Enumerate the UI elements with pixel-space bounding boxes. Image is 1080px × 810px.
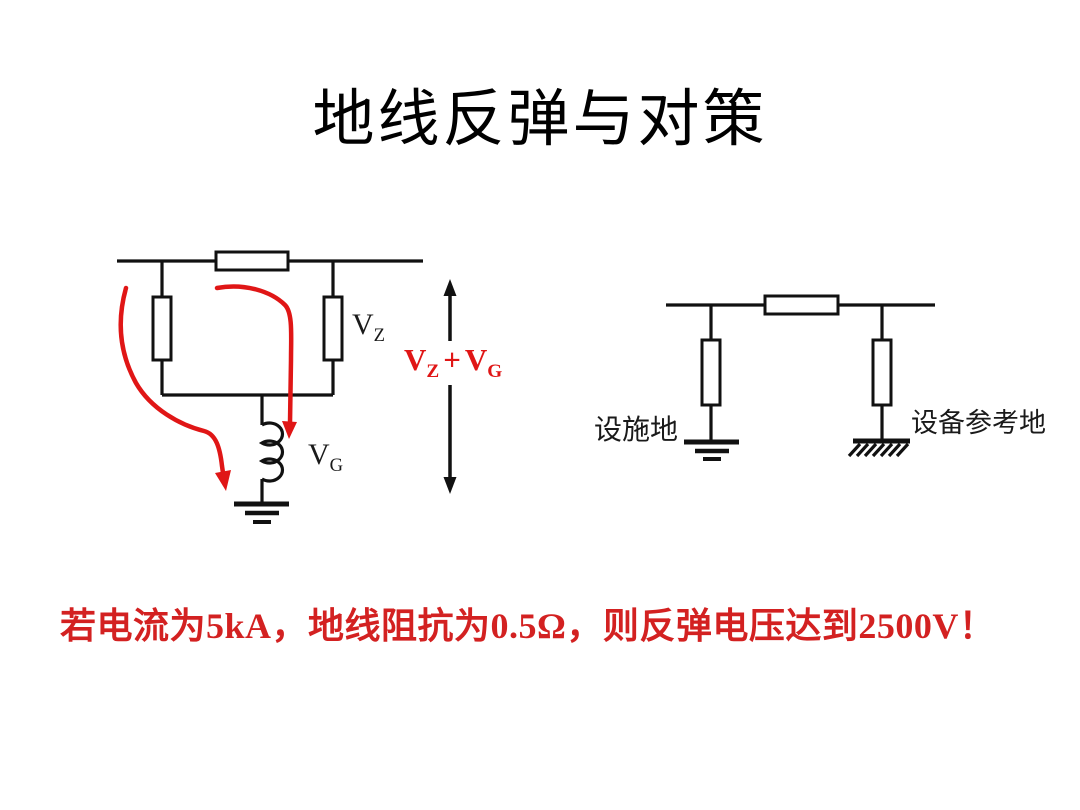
total-term2-sub: G [487, 361, 503, 383]
hatch-6 [887, 442, 902, 458]
left-shunt-resistor [151, 295, 173, 362]
vg-main: V [308, 438, 330, 471]
facility-resistor [700, 338, 722, 407]
series-resistor [763, 294, 840, 316]
total-term2: V [464, 342, 488, 377]
vz-main: V [352, 308, 374, 341]
equipment-resistor [871, 338, 893, 407]
hatch-4 [871, 442, 886, 458]
fault-current-arrows [118, 284, 297, 491]
vz-plus-vg-label: VZ+VG [404, 342, 502, 381]
facility-earth-ground-symbol [684, 439, 739, 461]
facility-ground-label: 设施地 [594, 415, 679, 446]
voltage-span-arrow [443, 279, 457, 494]
hatch-1 [847, 442, 862, 458]
right-circuit-diagram [666, 294, 935, 461]
vz-label: VZ [352, 308, 385, 345]
equipment-ground-label: 设备参考地 [911, 408, 1046, 438]
hatch-2 [855, 442, 870, 458]
vg-label: VG [308, 438, 343, 475]
ground-inductor-coil [258, 421, 284, 483]
earth-ground-symbol [234, 501, 289, 524]
conclusion-text: 若电流为5kA，地线阻抗为0.5Ω，则反弹电压达到2500V！ [60, 606, 996, 646]
slide-title: 地线反弹与对策 [312, 86, 768, 154]
series-resistor [214, 250, 290, 272]
hatch-3 [863, 442, 878, 458]
plus-operator: + [443, 342, 461, 377]
current-arrow-inner [214, 284, 294, 426]
total-term1: V [404, 342, 427, 377]
current-arrow-inner-head [282, 421, 297, 439]
vz-sub: Z [373, 325, 386, 346]
total-term1-sub: Z [426, 361, 440, 383]
chassis-ground-symbol [847, 438, 910, 458]
current-arrow-outer [118, 285, 226, 476]
arrowhead-up [443, 279, 457, 296]
hatch-5 [879, 442, 894, 458]
left-circuit-diagram [117, 250, 457, 524]
current-arrow-outer-head [215, 470, 231, 491]
right-shunt-resistor [322, 295, 344, 362]
vg-sub: G [329, 455, 344, 476]
arrowhead-down [443, 477, 457, 494]
hatch-7 [895, 442, 910, 458]
